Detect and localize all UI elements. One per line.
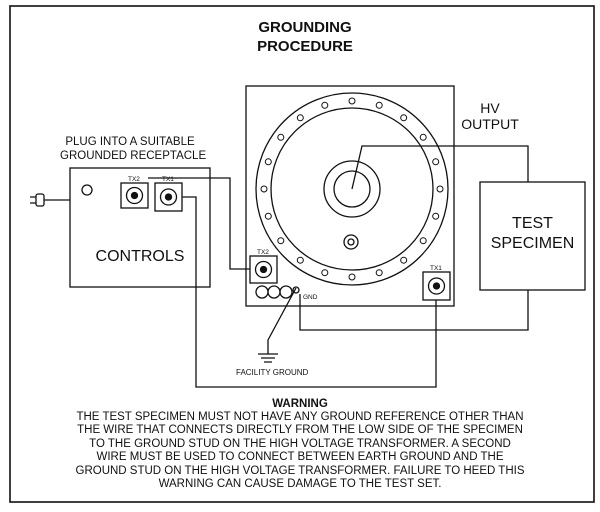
flange-bolt [321,101,329,109]
tx2-cable [148,177,250,270]
flange-bolt [400,256,408,264]
test-specimen-label: TEST SPECIMEN [480,214,585,254]
transformer-port-2 [267,285,281,299]
test-specimen-box [479,181,586,291]
transformer-tx1-connector [422,271,451,301]
transformer-tx2-connector [249,255,278,284]
hv-output-wire [351,145,529,190]
warning-heading: WARNING [272,398,328,410]
title-line-1: GROUNDING [258,19,352,36]
gnd-label: GND [303,294,318,301]
warning-line-1: THE TEST SPECIMEN MUST NOT HAVE ANY GROU… [76,411,524,423]
hv-label-line-2: OUTPUT [461,116,519,132]
warning-line-5: GROUND STUD ON THE HIGH VOLTAGE TRANSFOR… [75,464,525,477]
page-title: GROUNDING PROCEDURE [200,18,410,56]
warning-line-3: TO THE GROUND STUD ON THE HIGH VOLTAGE T… [89,437,511,450]
facility-ground-label: FACILITY GROUND [236,368,309,377]
flange-bolt [264,158,272,166]
controls-tx1-connector [154,182,183,212]
plug-label: PLUG INTO A SUITABLE GROUNDED RECEPTACLE [60,135,207,163]
flange-bolt [296,114,304,122]
outer-frame [9,5,595,503]
flange-bolt [277,237,285,245]
plug-label-line-1: PLUG INTO A SUITABLE [65,136,195,148]
receptacle-indicator [81,184,93,196]
flange-bolts [260,97,444,281]
transformer-tx2-label: TX2 [257,249,269,256]
flange-bolt [296,256,304,264]
warning-line-4: WIRE MUST BE USED TO CONNECT BETWEEN EAR… [96,451,504,464]
flange-bolt [260,185,268,193]
plug-label-line-2: GROUNDED RECEPTACLE [60,150,207,162]
flange-bolt [419,133,427,141]
warning-block: WARNING THE TEST SPECIMEN MUST NOT HAVE … [40,398,560,491]
earth-ground-icon [258,353,278,363]
transformer-port-3 [279,285,293,299]
transformer-port-1 [255,285,269,299]
flange-bolt [432,158,440,166]
flange-bolt [348,97,356,105]
controls-box [69,167,211,288]
transformer-tx1-label: TX1 [430,265,442,272]
warning-line-6: WARNING CAN CAUSE DAMAGE TO THE TEST SET… [158,478,442,491]
ground-stud [292,286,300,294]
flange-bolt [419,237,427,245]
title-line-2: PROCEDURE [257,38,353,55]
specimen-label-line-2: SPECIMEN [490,235,575,252]
facility-ground-wire [267,287,297,354]
flange-bolt [277,133,285,141]
flange-bolt [436,185,444,193]
transformer-flange [255,92,449,286]
hv-label-line-1: HV [480,100,500,116]
specimen-label-line-1: TEST [512,215,553,232]
flange-bolt [321,269,329,277]
tx1-cable [182,196,437,388]
flange-bolt [348,273,356,281]
flange-bolt [375,101,383,109]
controls-tx2-label: TX2 [128,176,140,183]
controls-tx1-label: TX1 [162,176,174,183]
power-plug-icon [30,193,70,207]
transformer-box [245,85,455,307]
flange-bolt [432,212,440,220]
warning-line-2: THE WIRE THAT CONNECTS DIRECTLY FROM THE… [77,424,523,437]
hv-output-label: HV OUTPUT [460,100,520,132]
controls-tx2-connector [120,182,149,209]
flange-bolt [375,269,383,277]
specimen-return-wire [299,290,529,331]
flange-bolt [264,212,272,220]
flange-bolt [400,114,408,122]
controls-label: CONTROLS [95,248,185,265]
